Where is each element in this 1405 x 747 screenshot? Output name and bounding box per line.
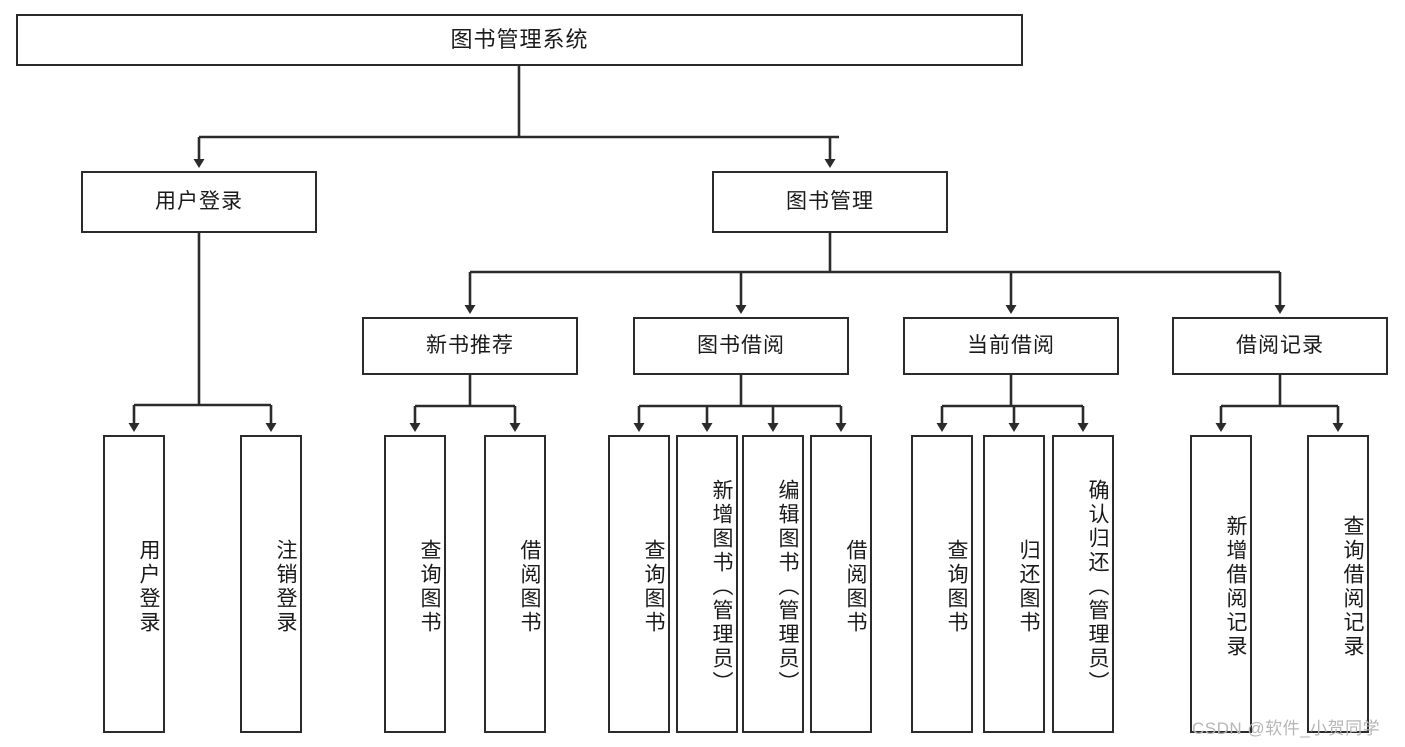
csdn-watermark: CSDN @软件_小贺同学 bbox=[1192, 719, 1381, 738]
leaf-label: 新增借阅记录 bbox=[1224, 515, 1247, 659]
leaf-label: 查询图书 bbox=[418, 539, 441, 635]
leaf-add-book-admin[interactable]: 新增图书（管理员） bbox=[676, 435, 738, 733]
leaf-borrow-book-recommend[interactable]: 借阅图书 bbox=[484, 435, 546, 733]
node-borrow-record[interactable]: 借阅记录 bbox=[1172, 317, 1388, 375]
leaf-label: 注销登录 bbox=[274, 539, 297, 635]
node-root[interactable]: 图书管理系统 bbox=[16, 14, 1023, 66]
leaf-label: 借阅图书 bbox=[844, 539, 867, 635]
node-book-management[interactable]: 图书管理 bbox=[712, 171, 948, 233]
leaf-return-book[interactable]: 归还图书 bbox=[983, 435, 1045, 733]
leaf-query-borrow-record[interactable]: 查询借阅记录 bbox=[1307, 435, 1369, 733]
leaf-label: 新增图书（管理员） bbox=[710, 479, 733, 695]
node-current-borrow[interactable]: 当前借阅 bbox=[903, 317, 1119, 375]
node-new-book-recommend[interactable]: 新书推荐 bbox=[362, 317, 578, 375]
leaf-add-borrow-record[interactable]: 新增借阅记录 bbox=[1190, 435, 1252, 733]
node-book-borrow[interactable]: 图书借阅 bbox=[633, 317, 849, 375]
leaf-label: 归还图书 bbox=[1017, 539, 1040, 635]
leaf-label: 确认归还（管理员） bbox=[1086, 479, 1109, 695]
leaf-label: 用户登录 bbox=[137, 539, 160, 635]
leaf-query-book-current[interactable]: 查询图书 bbox=[911, 435, 973, 733]
leaf-label: 查询图书 bbox=[945, 539, 968, 635]
leaf-confirm-return-admin[interactable]: 确认归还（管理员） bbox=[1052, 435, 1114, 733]
leaf-borrow-book[interactable]: 借阅图书 bbox=[810, 435, 872, 733]
leaf-query-book-borrow[interactable]: 查询图书 bbox=[608, 435, 670, 733]
leaf-label: 借阅图书 bbox=[518, 539, 541, 635]
leaf-label: 查询借阅记录 bbox=[1341, 515, 1364, 659]
leaf-query-book-recommend[interactable]: 查询图书 bbox=[384, 435, 446, 733]
leaf-logout[interactable]: 注销登录 bbox=[240, 435, 302, 733]
leaf-user-login[interactable]: 用户登录 bbox=[103, 435, 165, 733]
leaf-label: 查询图书 bbox=[642, 539, 665, 635]
node-user-login[interactable]: 用户登录 bbox=[81, 171, 317, 233]
leaf-label: 编辑图书（管理员） bbox=[776, 479, 799, 695]
leaf-edit-book-admin[interactable]: 编辑图书（管理员） bbox=[742, 435, 804, 733]
